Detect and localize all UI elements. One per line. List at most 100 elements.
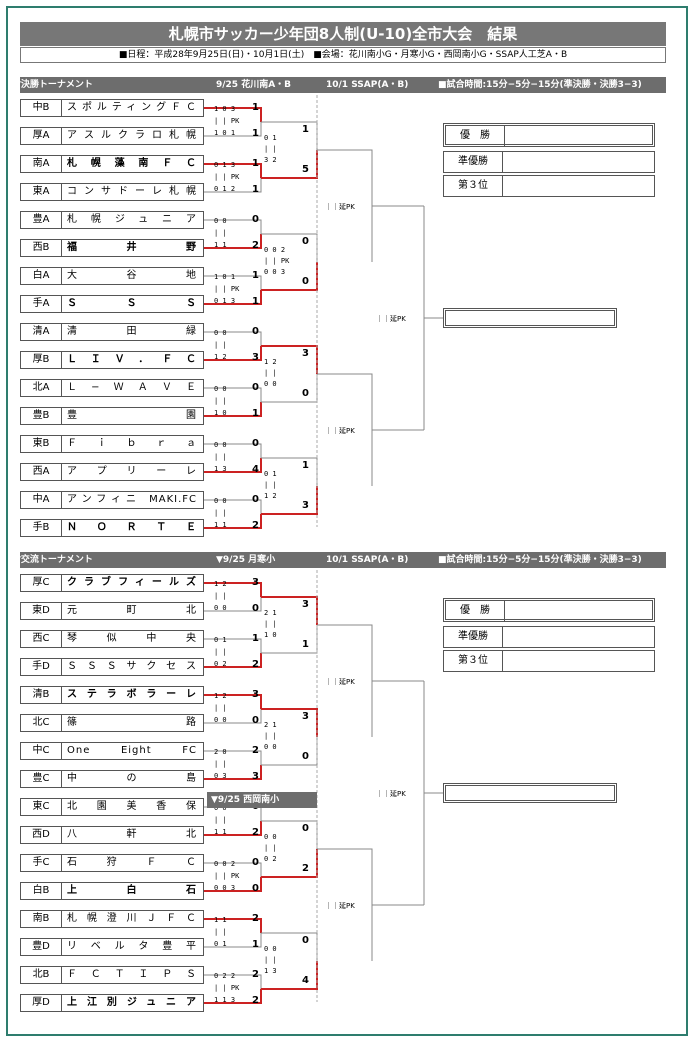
score: 2 (252, 659, 259, 670)
connector-line (204, 877, 262, 892)
team-name: 琴似中央 (67, 633, 197, 644)
score: 3 (302, 599, 309, 610)
team-code: 清A (21, 324, 62, 340)
score: 0 (252, 494, 259, 505)
team-code: 豊A (21, 212, 62, 228)
pk-label: ｜｜延PK (325, 678, 355, 686)
score-detail: | | (214, 760, 227, 768)
score-detail: | | (264, 732, 277, 740)
score-detail: 0 1 (264, 134, 277, 142)
connector-line (423, 206, 443, 430)
score: 0 (252, 857, 259, 868)
score: 1 (252, 270, 259, 281)
team-name: 元町北 (67, 605, 197, 616)
score-detail: | | PK (214, 173, 240, 181)
score: 0 (302, 751, 309, 762)
team-code: 南A (21, 156, 62, 172)
team-code: 厚C (21, 575, 62, 591)
result-box-champion: 優 勝 (443, 123, 655, 147)
team-code: 西A (21, 464, 62, 480)
team-code: 白A (21, 268, 62, 284)
score-detail: | | (214, 341, 227, 349)
score: 0 (302, 236, 309, 247)
score-detail: 1 2 (264, 358, 277, 366)
score-detail: 0 1 3 (214, 161, 236, 169)
team-code: 厚B (21, 352, 62, 368)
score-detail: | | (214, 397, 227, 405)
score-detail: 0 3 (214, 772, 227, 780)
section-header-time: ■試合時間:15分−5分−15分(準決勝・決勝3−3) (438, 80, 642, 90)
section-header-name: ▼交流トーナメント (14, 555, 93, 565)
score-detail: 1 0 3 (214, 105, 236, 113)
connector-line (372, 205, 424, 431)
score: 4 (302, 975, 309, 986)
score: 2 (252, 520, 259, 531)
team-code: 厚D (21, 995, 62, 1011)
score-detail: | | (264, 844, 277, 852)
score: 1 (302, 639, 309, 650)
score-detail: 1 1 (214, 828, 227, 836)
score-detail: 0 0 (214, 716, 227, 724)
score-detail: 2 1 (264, 609, 277, 617)
team-name: 大谷地 (67, 270, 197, 281)
pk-label: ｜｜延PK (325, 902, 355, 910)
score-detail: 1 2 (214, 692, 227, 700)
team-name: 八軒北 (67, 829, 197, 840)
section-header-day1: 9/25 花川南A・B (216, 80, 292, 90)
score: 0 (302, 935, 309, 946)
score-detail: | | (264, 369, 277, 377)
score-detail: 0 0 (214, 329, 227, 337)
score-detail: 1 1 (214, 241, 227, 249)
connector-line (204, 387, 262, 402)
score-detail: 1 0 1 (214, 129, 236, 137)
score-detail: 2 1 (264, 721, 277, 729)
score-detail: 1 3 (214, 465, 227, 473)
score: 0 (252, 715, 259, 726)
score-detail: 0 1 (214, 636, 227, 644)
score: 1 (252, 158, 259, 169)
pk-label: ｜｜延PK (376, 790, 406, 798)
result-box-third: 第３位 (443, 175, 655, 197)
team-name: アンフィニ MAKI.FC (67, 494, 197, 505)
score-detail: | | (264, 956, 277, 964)
score-detail: 0 0 (264, 945, 277, 953)
score-detail: 1 1 3 (214, 996, 236, 1004)
section-header-time: ■試合時間:15分−5分−15分(準決勝・決勝3−3) (438, 555, 642, 565)
connector-line (204, 499, 262, 514)
section-header-day1: ▼9/25 月寒小 (216, 555, 276, 565)
team-name: 清田緑 (67, 326, 197, 337)
team-code: 中B (21, 100, 62, 116)
connector-line (423, 681, 443, 905)
score-detail: 2 0 (214, 748, 227, 756)
result-label: 第３位 (444, 651, 503, 671)
connector-line (204, 694, 262, 709)
team-code: 白B (21, 883, 62, 899)
team-name: クラブフィールズ (67, 577, 197, 588)
connector-line (204, 107, 262, 122)
team-code: 東C (21, 799, 62, 815)
score-detail: 0 1 2 (214, 185, 236, 193)
team-name: Ｌ−ＷＡＶＥ (67, 382, 197, 393)
result-box-runnerup: 準優勝 (443, 151, 655, 173)
score: 0 (252, 883, 259, 894)
team-code: 西C (21, 631, 62, 647)
score-detail: 0 0 3 (214, 884, 236, 892)
score-detail: 1 3 (264, 967, 277, 975)
score: 3 (252, 577, 259, 588)
score-detail: | | (214, 453, 227, 461)
sub-header: ▼9/25 西岡南小 (207, 792, 317, 808)
